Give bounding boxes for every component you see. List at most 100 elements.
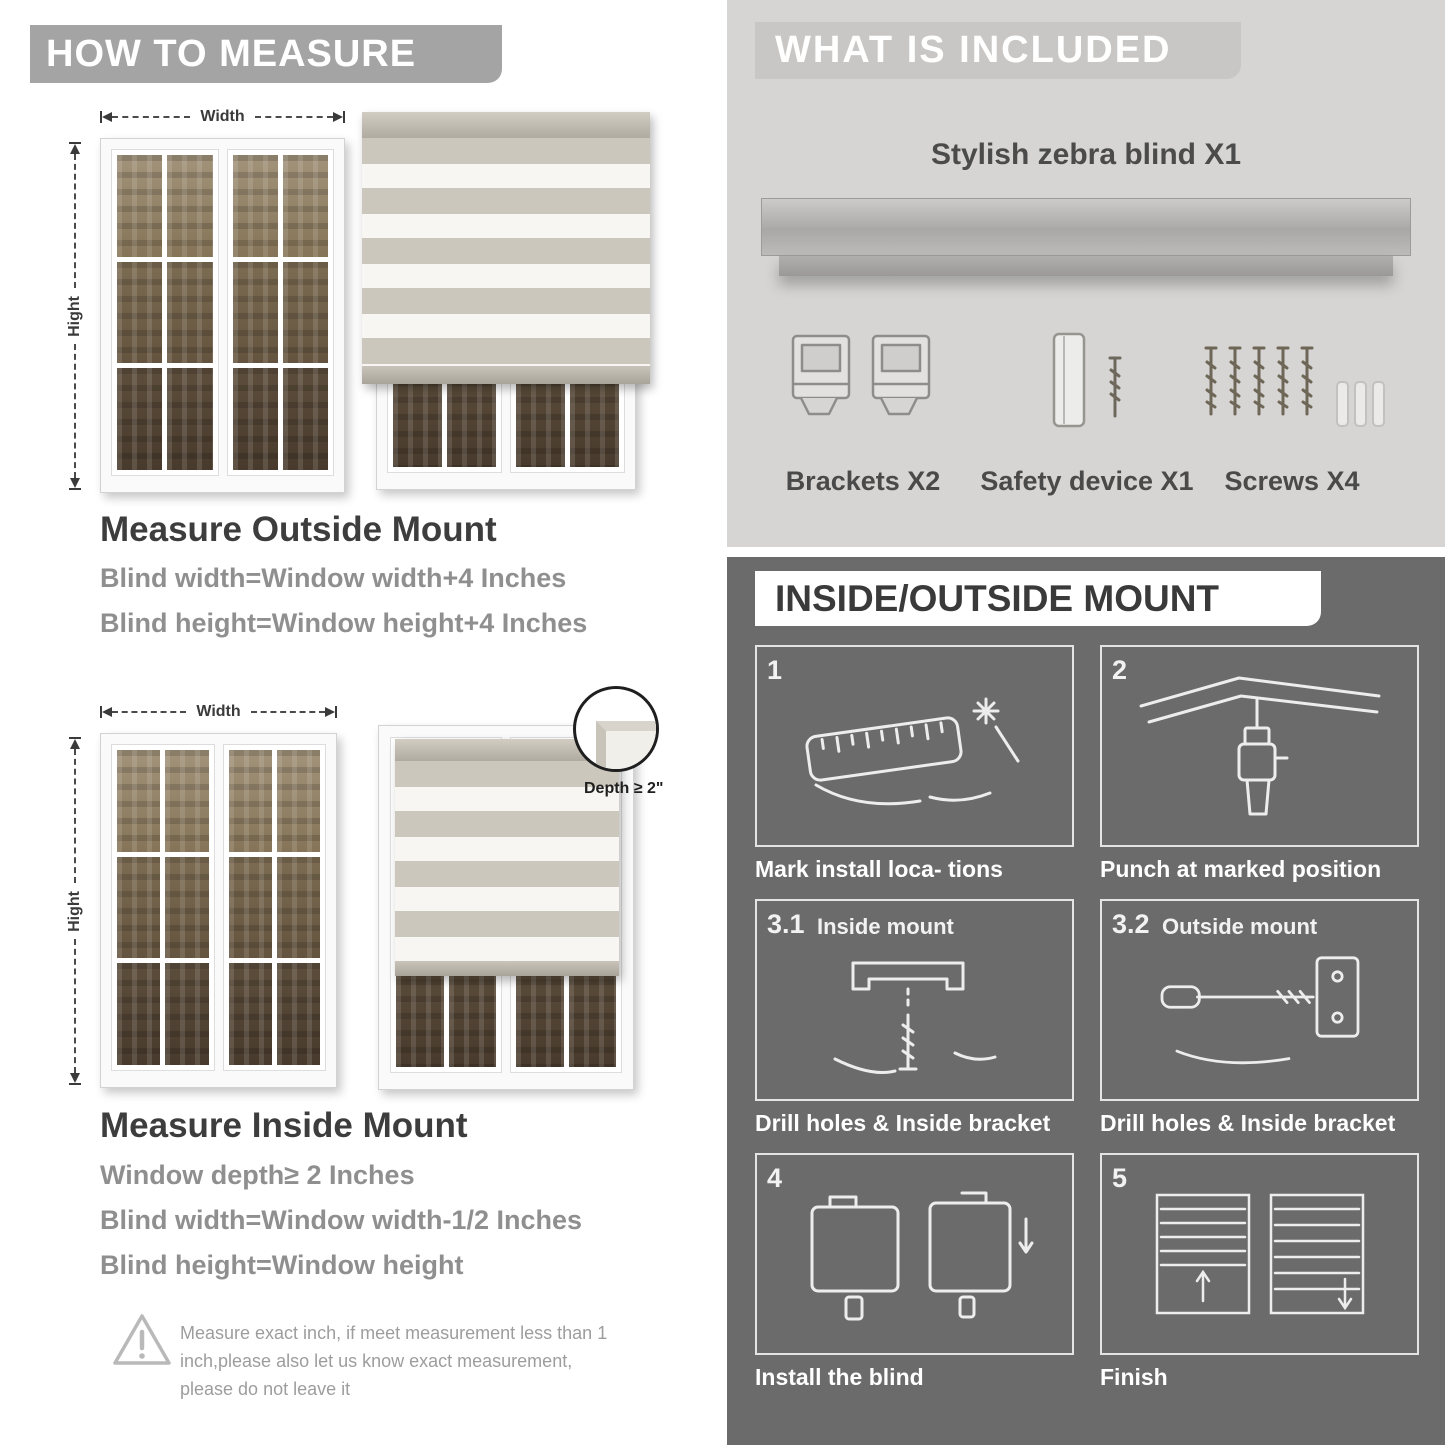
window-pane: [276, 750, 320, 852]
window-pane: [117, 963, 161, 1065]
width-label: Width: [196, 703, 241, 720]
step-3-2-number: 3.2: [1112, 909, 1150, 939]
step-2: 2 Punch at marked position: [1100, 645, 1419, 883]
step-5-box: 5: [1100, 1153, 1419, 1355]
step-2-caption: Punch at marked position: [1100, 856, 1382, 882]
drill-icon: [1139, 676, 1380, 816]
inside-mount-title: Measure Inside Mount: [100, 1106, 468, 1145]
install-blind-icon: [810, 1191, 1033, 1321]
brackets-label: Brackets X2: [785, 466, 941, 496]
step-1: 1 Mark install loca- tions: [755, 645, 1074, 883]
height-label: Hight: [66, 890, 83, 932]
step-2-number: 2: [1112, 655, 1128, 685]
window-pane: [167, 155, 213, 257]
height-arrow: Hight: [66, 737, 84, 1085]
window-pane: [165, 963, 209, 1065]
outside-mount-figure: [362, 112, 650, 492]
window-pane: [568, 962, 616, 1067]
window-pane: [276, 856, 320, 959]
step-3-2-caption: Drill holes & Inside bracket: [1100, 1110, 1396, 1136]
safety-device-label: Safety device X1: [980, 466, 1194, 496]
mount-steps-grid: 1 Mark install loca- tions: [755, 645, 1419, 1391]
step-1-box: 1: [755, 645, 1074, 847]
brackets-icon: [791, 334, 931, 416]
window-pane: [448, 962, 496, 1067]
mount-header: INSIDE/OUTSIDE MOUNT: [755, 571, 1321, 626]
window-pane: [232, 155, 278, 257]
window-illustration: [100, 733, 337, 1088]
step-3-1-title: Inside mount: [817, 914, 954, 939]
window-pane: [165, 750, 209, 852]
window-pane: [282, 155, 328, 257]
window-pane: [232, 261, 278, 364]
screws-label: Screws X4: [1224, 466, 1360, 496]
step-2-box: 2: [1100, 645, 1419, 847]
outside-mount-title: Measure Outside Mount: [100, 510, 497, 549]
height-label: Hight: [66, 295, 83, 337]
outside-mount-line1: Blind width=Window width+4 Inches: [100, 563, 567, 593]
width-label: Width: [200, 108, 245, 125]
headrail-illustration: [761, 198, 1411, 256]
window-pane: [228, 963, 272, 1065]
step-4-box: 4: [755, 1153, 1074, 1355]
outside-mount-line2: Blind height=Window height+4 Inches: [100, 608, 588, 638]
width-arrow: Width: [100, 108, 345, 126]
window-pane: [117, 155, 163, 257]
step-1-caption: Mark install loca- tions: [755, 856, 1003, 882]
step-3-1-number: 3.1: [767, 909, 805, 939]
zebra-blind-illustration: [362, 112, 650, 384]
step-4-number: 4: [767, 1163, 783, 1193]
step-5-number: 5: [1112, 1163, 1128, 1193]
window-pane: [165, 856, 209, 959]
window-pane: [117, 368, 163, 470]
window-pane: [282, 261, 328, 364]
window-pane: [282, 368, 328, 470]
step-3-2-box: 3.2 Outside mount: [1100, 899, 1419, 1101]
headrail-bottom-illustration: [779, 256, 1393, 276]
window-pane: [516, 962, 564, 1067]
width-arrow: Width: [100, 703, 337, 721]
step-5: 5 Finish: [1100, 1153, 1419, 1391]
safety-device-icon: [1052, 332, 1122, 428]
window-illustration: [100, 138, 345, 493]
window-pane: [117, 750, 161, 852]
height-arrow: Hight: [66, 142, 84, 490]
step-3-1-box: 3.1 Inside mount: [755, 899, 1074, 1101]
window-pane: [167, 261, 213, 364]
depth-callout-circle: [573, 686, 659, 772]
mark-location-icon: [804, 697, 1019, 805]
zebra-blind-illustration: [395, 739, 619, 976]
what-is-included-section: WHAT IS INCLUDED Stylish zebra blind X1: [727, 0, 1445, 547]
window-pane: [396, 962, 444, 1067]
window-pane: [228, 750, 272, 852]
inside-bracket-icon: [833, 961, 996, 1074]
outside-bracket-icon: [1160, 956, 1359, 1065]
depth-label: Depth ≥ 2": [584, 780, 664, 797]
inside-mount-line1: Window depth≥ 2 Inches: [100, 1160, 415, 1190]
step-5-caption: Finish: [1100, 1364, 1168, 1390]
window-pane: [232, 368, 278, 470]
window-pane: [117, 261, 163, 364]
inside-mount-line3: Blind height=Window height: [100, 1250, 464, 1280]
screws-icon: [1204, 346, 1385, 427]
window-pane: [167, 368, 213, 470]
warning-triangle-icon: [113, 1314, 171, 1365]
step-3-2-title: Outside mount: [1162, 914, 1318, 939]
step-4-caption: Install the blind: [755, 1364, 924, 1390]
blind-item-label: Stylish zebra blind X1: [930, 138, 1242, 171]
inside-mount-line2: Blind width=Window width-1/2 Inches: [100, 1205, 583, 1235]
window-pane: [228, 856, 272, 959]
step-1-number: 1: [767, 655, 783, 685]
window-pane: [117, 856, 161, 959]
step-3-1: 3.1 Inside mount Drill holes & Inside br…: [755, 899, 1074, 1137]
finish-icon: [1155, 1193, 1364, 1315]
inside-mount-figure: Depth ≥ 2": [378, 686, 663, 1090]
how-to-measure-header: HOW TO MEASURE: [30, 25, 502, 83]
measure-warning-text: Measure exact inch, if meet measurement …: [180, 1323, 608, 1399]
window-pane: [276, 963, 320, 1065]
step-3-1-caption: Drill holes & Inside bracket: [755, 1110, 1051, 1136]
mount-instructions-section: INSIDE/OUTSIDE MOUNT 1: [727, 557, 1445, 1445]
step-4: 4 Install the blind: [755, 1153, 1074, 1391]
step-3-2: 3.2 Outside mount Drill holes & Inside b…: [1100, 899, 1419, 1137]
what-is-included-header: WHAT IS INCLUDED: [755, 22, 1241, 79]
